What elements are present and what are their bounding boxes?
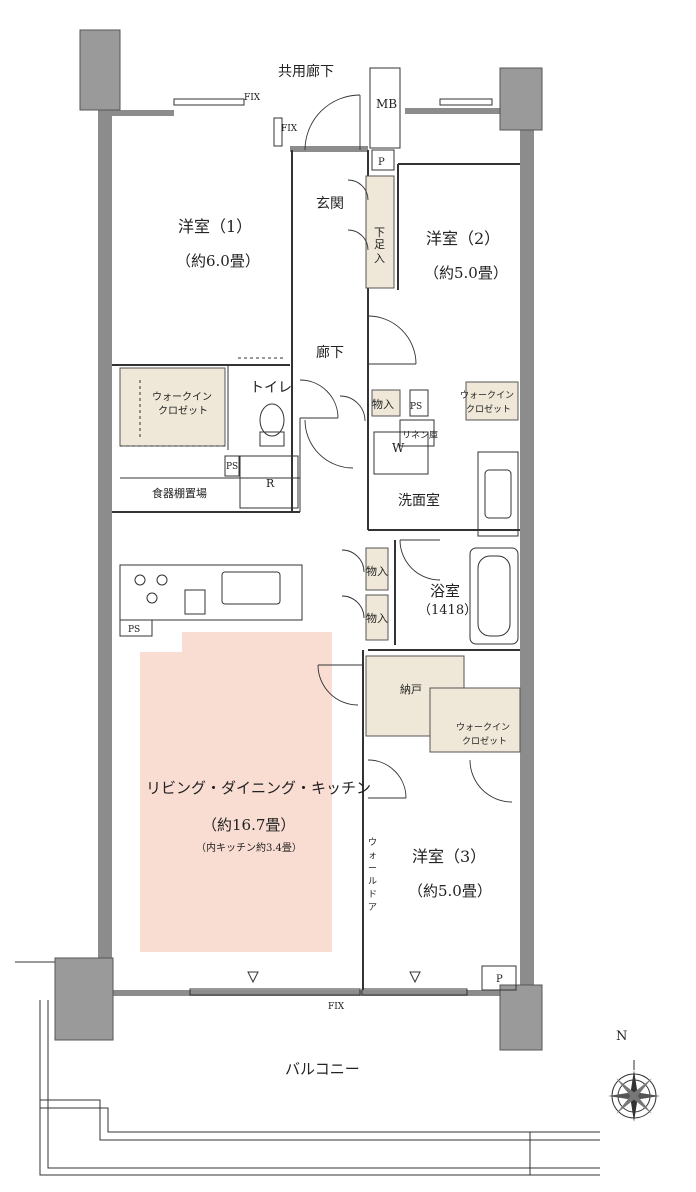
ldk-size: （約16.7畳） xyxy=(202,816,295,834)
storage-label-2: 物入 xyxy=(366,564,388,578)
washroom-label: 洗面室 xyxy=(398,492,440,509)
washroom-fixtures xyxy=(373,431,519,537)
p-label-bottom: P xyxy=(496,974,503,985)
room3-size: （約5.0畳） xyxy=(408,882,492,900)
linen-label: リネン庫 xyxy=(402,429,438,441)
toilet-fixture xyxy=(259,403,285,447)
ps-label-3: PS xyxy=(128,625,140,635)
doors xyxy=(299,94,513,803)
pillar-top-left xyxy=(79,29,121,111)
ldk-highlight xyxy=(140,632,332,952)
closets xyxy=(119,149,521,991)
closet-room-label: 納戸 xyxy=(400,683,422,696)
ps-label-1: PS xyxy=(226,462,238,472)
mb-box xyxy=(369,67,401,149)
fix-label-top2: FIX xyxy=(281,124,298,134)
exterior-walls xyxy=(98,70,534,996)
dish-shelf-label: 食器棚置場 xyxy=(152,486,207,500)
balcony-outline xyxy=(15,961,600,1176)
room1-size: （約6.0畳） xyxy=(176,252,260,270)
kitchen-counter xyxy=(119,564,303,621)
room2-size: （約5.0畳） xyxy=(424,264,508,282)
bath-name: 浴室 xyxy=(430,582,460,600)
interior-walls xyxy=(112,150,520,990)
wall-door-char5: ド xyxy=(368,890,377,900)
mb-label: MB xyxy=(376,97,397,111)
toilet-label: トイレ xyxy=(250,380,292,396)
compass-icon xyxy=(608,1060,660,1122)
corridor-label: 共用廊下 xyxy=(278,63,334,80)
pillar-bottom-right xyxy=(499,984,543,1051)
balcony-label: バルコニー xyxy=(285,1060,360,1078)
wall-door-label: ウ ォ ー ル ド ア xyxy=(368,837,377,913)
ldk-note: （内キッチン約3.4畳） xyxy=(196,841,302,854)
wall-door-char2: ォ xyxy=(368,851,377,861)
wic2-line2: クロゼット xyxy=(466,403,511,415)
room2-name: 洋室（2） xyxy=(426,229,500,248)
fix-label-top1: FIX xyxy=(244,93,261,103)
r-label: R xyxy=(266,477,275,490)
shoe-box-char3: 入 xyxy=(374,252,385,265)
wic3-line1: ウォークイン xyxy=(456,722,510,733)
storage-label-1: 物入 xyxy=(372,397,394,411)
shoe-box-char2: 足 xyxy=(374,238,385,251)
wall-door-char3: ー xyxy=(368,864,377,874)
fix-label-bottom: FIX xyxy=(328,1002,345,1012)
entrance-label: 玄関 xyxy=(316,195,344,212)
hallway-label: 廊下 xyxy=(316,344,344,361)
wic2-line1: ウォークイン xyxy=(460,390,514,401)
window-arrows xyxy=(247,971,421,984)
wall-door-char4: ル xyxy=(368,877,377,887)
wall-door-char1: ウ xyxy=(368,837,377,848)
room3-name: 洋室（3） xyxy=(412,847,486,866)
wic1-line2: クロゼット xyxy=(158,405,208,417)
storage-label-3: 物入 xyxy=(366,611,388,625)
windows xyxy=(173,98,493,996)
bathtub xyxy=(469,547,519,645)
wall-door-char6: ア xyxy=(368,903,377,913)
compass-north-label: N xyxy=(616,1029,627,1044)
room1-name: 洋室（1） xyxy=(178,217,252,236)
washer-label: W xyxy=(392,441,405,455)
p-label-top: P xyxy=(378,157,385,168)
wic3-line2: クロゼット xyxy=(462,735,507,747)
pillar-top-right xyxy=(499,67,543,131)
bath-size: （1418） xyxy=(418,603,477,618)
wic1-line1: ウォークイン xyxy=(152,391,212,403)
ldk-name: リビング・ダイニング・キッチン xyxy=(146,779,371,797)
shoe-box-char1: 下 xyxy=(374,226,385,239)
pillar-bottom-left xyxy=(54,957,114,1041)
ps-label-2: PS xyxy=(410,402,422,412)
